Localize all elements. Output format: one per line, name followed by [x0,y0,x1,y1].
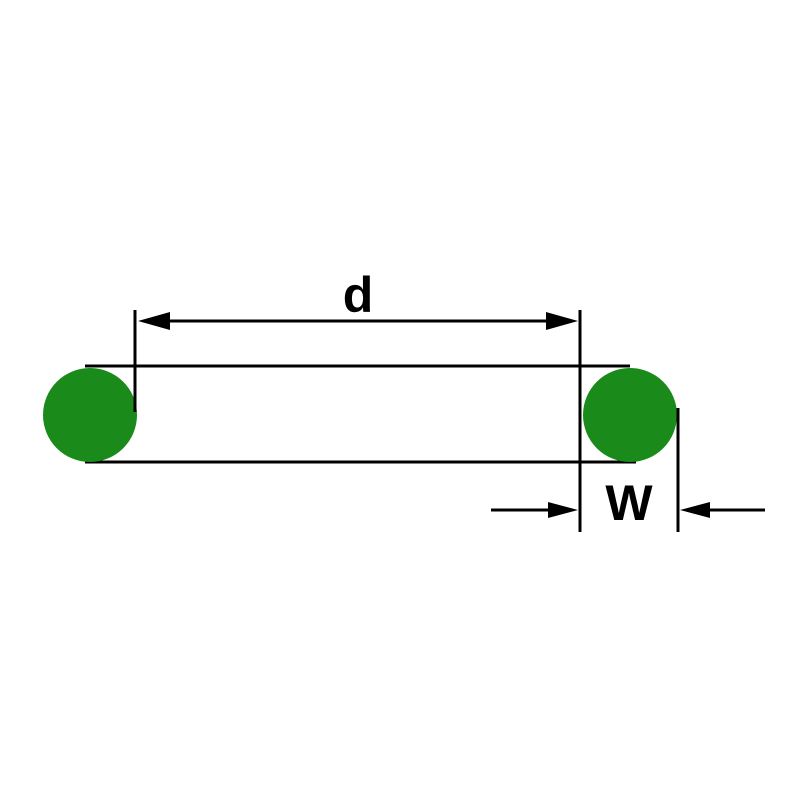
oring-right-cross-section [583,368,677,462]
w-arrowhead-right-icon [680,502,710,518]
oring-left-cross-section [43,368,137,462]
inner-diameter-label: d [343,267,374,323]
w-arrowhead-left-icon [548,502,578,518]
d-arrowhead-left-icon [138,312,170,330]
cross-section-width-label: W [605,475,653,531]
d-arrowhead-right-icon [546,312,578,330]
